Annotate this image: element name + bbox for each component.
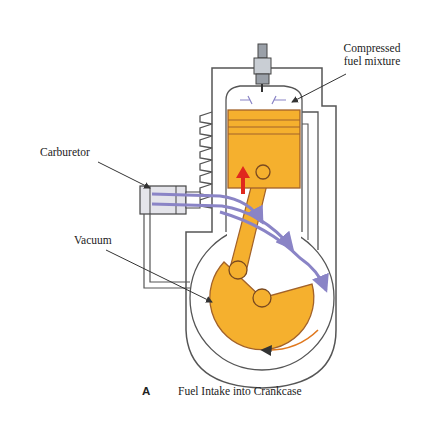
engine-part [140, 186, 186, 214]
engine-part [228, 119, 300, 120]
engine-part [144, 214, 190, 288]
engine-part [98, 162, 150, 188]
engine-part [261, 84, 263, 92]
engine-part [210, 262, 314, 350]
engine-part [240, 96, 286, 104]
engine-part [302, 112, 318, 250]
engine-part [256, 74, 269, 84]
engine-part [256, 165, 270, 179]
part-label: Carburetor [40, 146, 90, 159]
part-label: Vacuum [74, 234, 112, 247]
engine-part [106, 250, 212, 302]
engine-part [254, 58, 271, 74]
engine-part [228, 126, 300, 127]
engine-part [220, 212, 326, 290]
engine-part [258, 44, 267, 58]
engine-part [150, 186, 151, 214]
engine-part [200, 112, 212, 208]
engine-part [229, 261, 247, 279]
engine-part [262, 330, 318, 350]
engine-part [302, 124, 308, 240]
engine-part [150, 214, 190, 282]
engine-part [176, 186, 177, 214]
part-label: Compressed fuel mixture [334, 42, 410, 68]
engine-part [236, 166, 250, 194]
engine-part [292, 74, 346, 102]
engine-part [186, 68, 336, 388]
engine-part [152, 204, 292, 248]
figure-caption: Fuel Intake into Crankcase [178, 385, 302, 398]
figure-letter: A [142, 385, 150, 398]
engine-part [253, 289, 271, 307]
engine-part [190, 226, 334, 370]
engine-part [152, 194, 262, 222]
engine-part [228, 133, 300, 134]
